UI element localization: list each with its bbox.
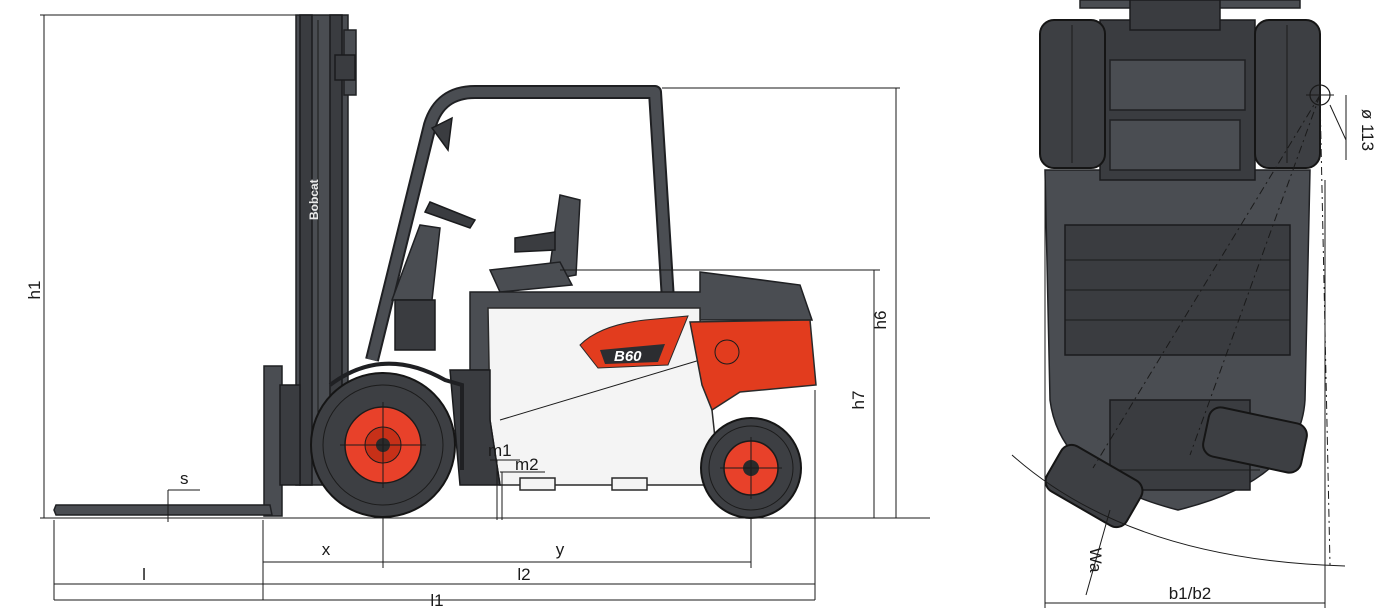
- model-badge: [579, 315, 689, 369]
- top-rear-tires: [1044, 406, 1308, 529]
- label-l: l: [142, 565, 146, 584]
- label-x: x: [322, 540, 331, 559]
- label-diameter: ø 113: [1358, 109, 1377, 151]
- label-h6: h6: [871, 311, 890, 330]
- label-m2: m2: [515, 455, 539, 474]
- operator-seat: [488, 194, 581, 293]
- dim-x-y: [262, 518, 752, 600]
- steering: [390, 201, 477, 351]
- dim-h1: [40, 14, 296, 518]
- dim-l-l2: [53, 390, 816, 600]
- label-wa: Wa: [1086, 548, 1105, 573]
- rear-wheel: [700, 417, 802, 519]
- turning-center-marker: [1306, 81, 1347, 160]
- dim-m2: [500, 471, 545, 520]
- label-h1: h1: [25, 281, 44, 300]
- dim-wa: [1085, 509, 1111, 596]
- label-l2: l2: [517, 565, 530, 584]
- dim-h7: [560, 269, 880, 518]
- dim-m1: [490, 459, 520, 520]
- top-front-tires: [1039, 19, 1321, 169]
- label-l1: l1: [430, 591, 443, 608]
- fork-carriage: [53, 365, 301, 517]
- top-view: ø 113 Wa b1/b2: [1011, 0, 1377, 608]
- label-s: s: [180, 469, 189, 488]
- model-badge-text: B60: [614, 348, 642, 365]
- label-b1-b2: b1/b2: [1169, 584, 1212, 603]
- dim-h6: [662, 87, 900, 518]
- dim-s: [167, 489, 200, 522]
- front-wheel: [310, 372, 456, 518]
- brand-logo-text: Bobcat: [307, 179, 321, 220]
- overhead-guard: [365, 85, 675, 362]
- label-y: y: [556, 540, 565, 559]
- label-m1: m1: [488, 441, 512, 460]
- side-view: Bobcat: [25, 14, 930, 608]
- dim-b1-b2: [1044, 180, 1326, 608]
- label-h7: h7: [849, 391, 868, 410]
- counterweight: [689, 319, 817, 412]
